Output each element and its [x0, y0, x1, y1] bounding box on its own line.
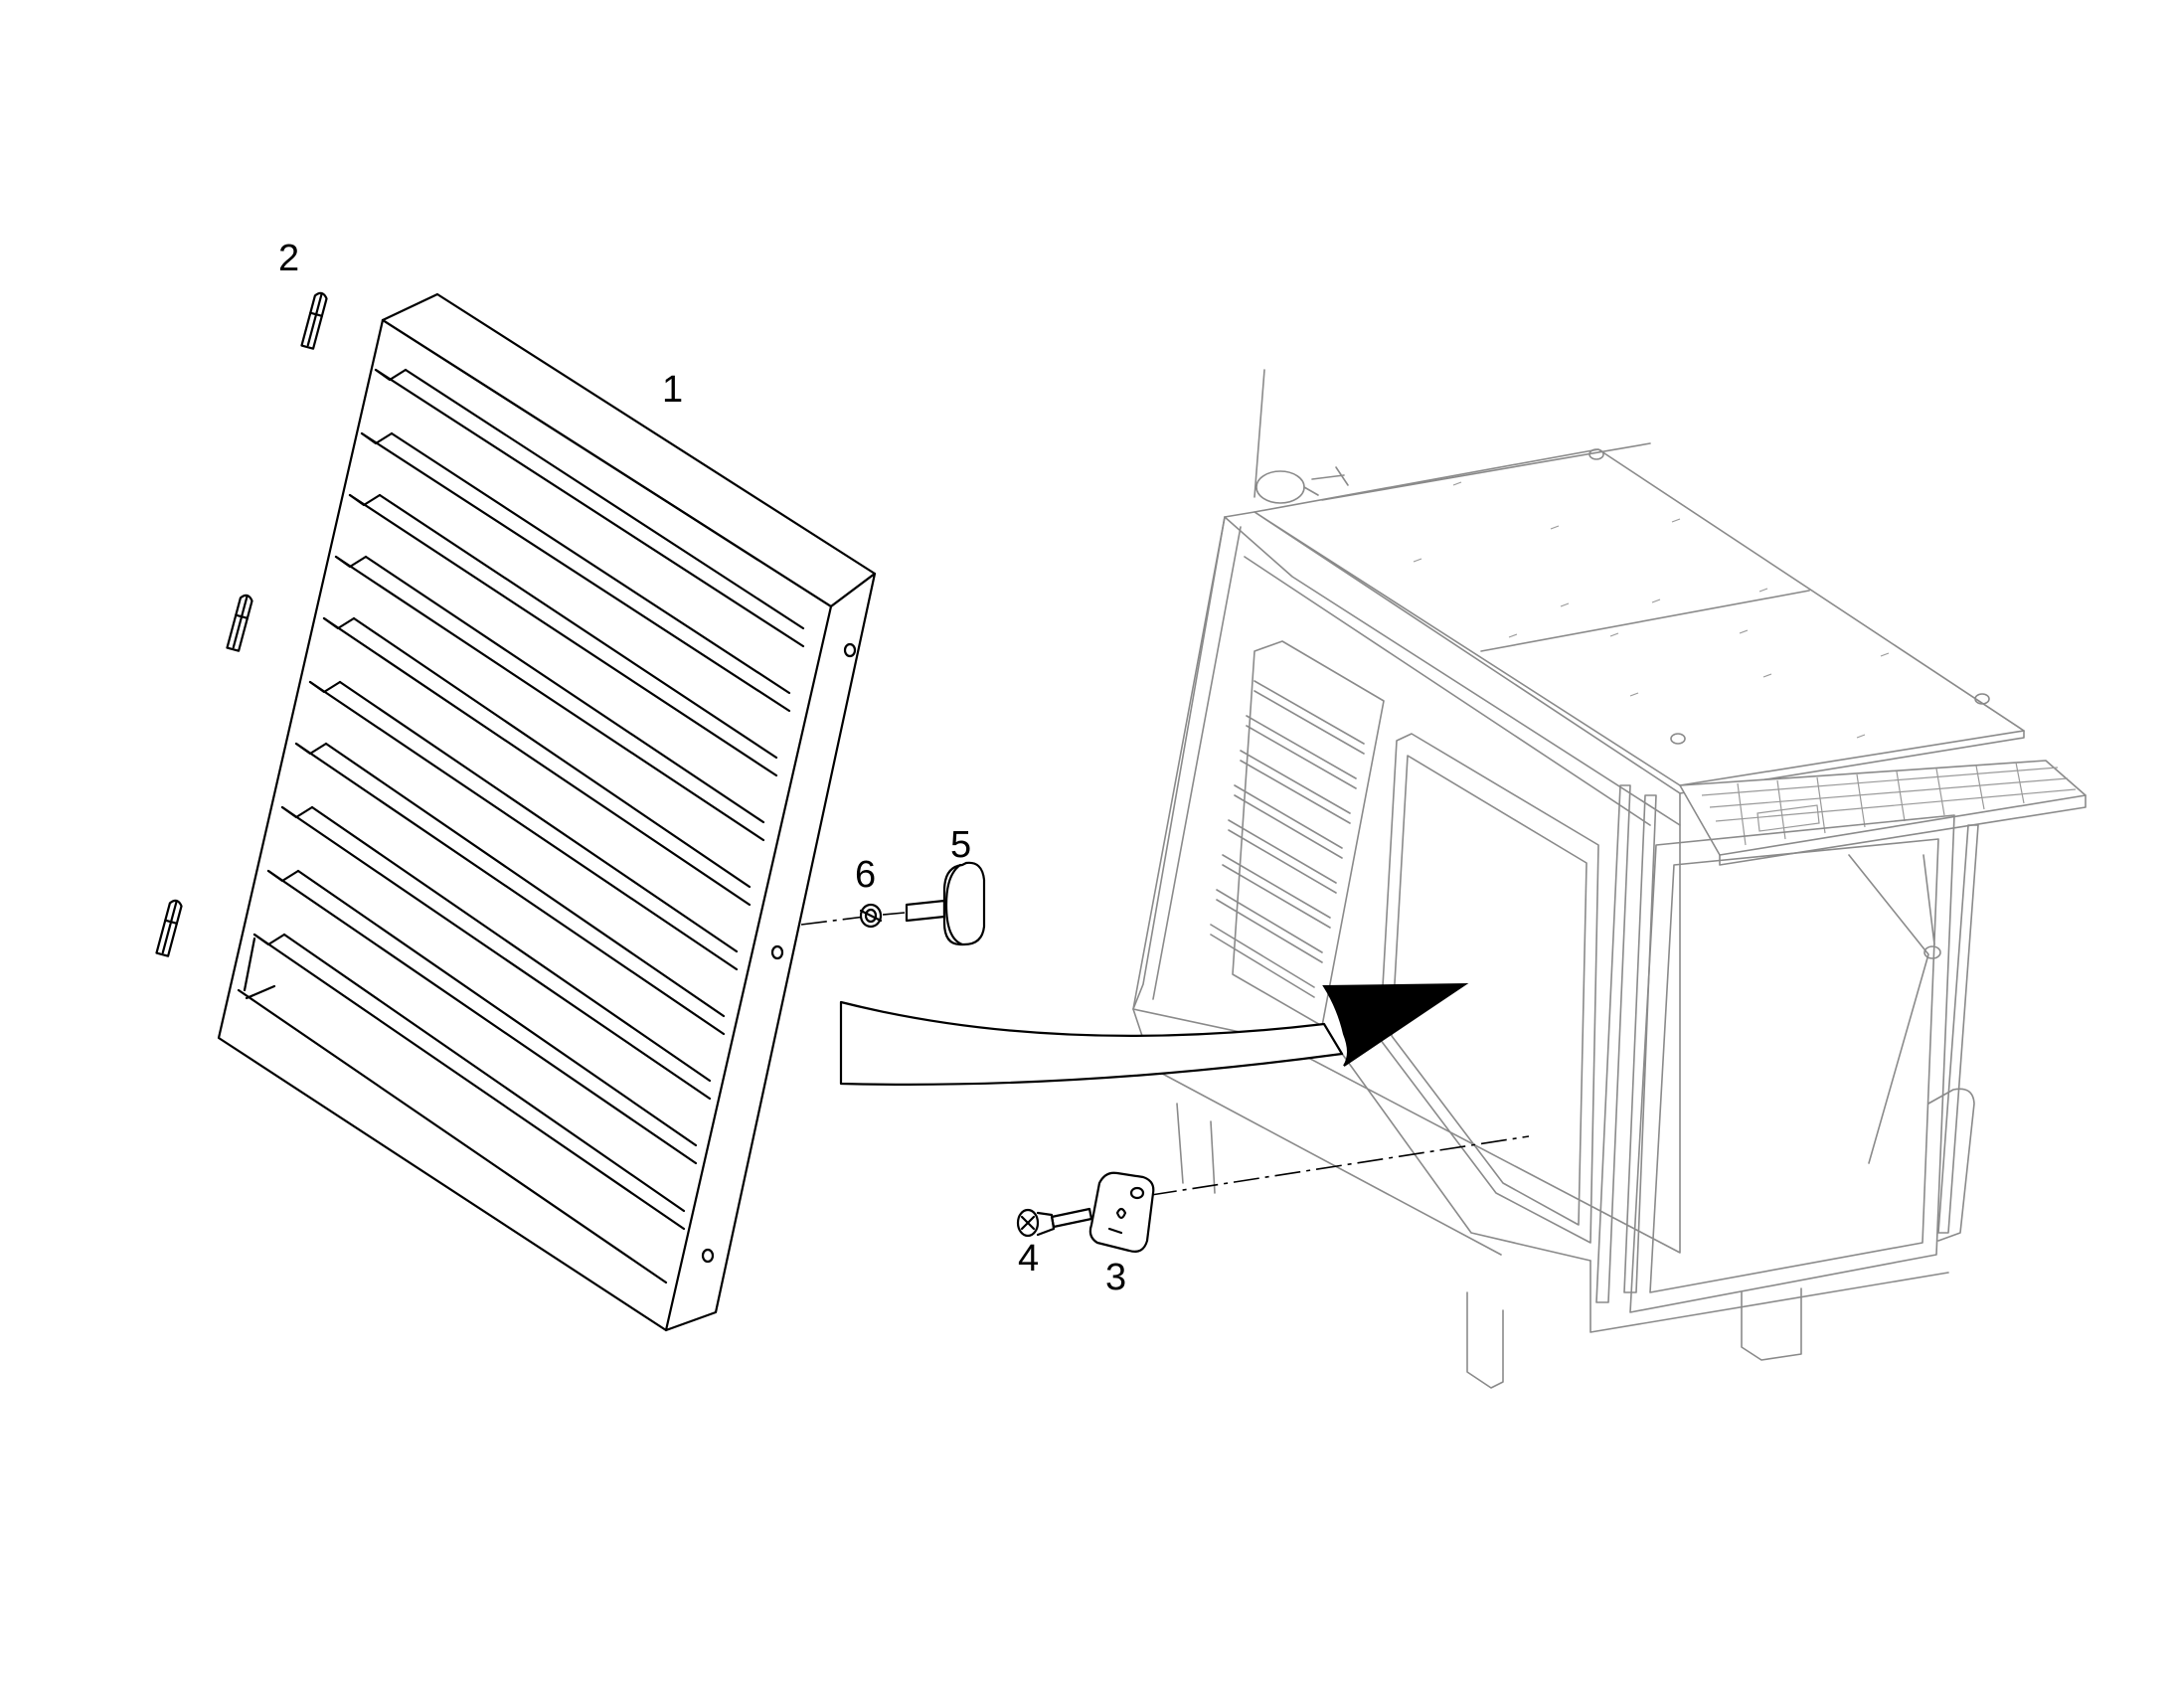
callout-part-2: 2 [278, 238, 299, 279]
leader-line-bracket [1150, 1135, 1530, 1196]
hinge-pin [155, 899, 183, 957]
nut [859, 903, 883, 929]
cab-left-side [1132, 511, 1681, 1254]
countersunk-screw [1016, 1207, 1093, 1238]
leader-line-buffer [800, 916, 866, 926]
hinge-pin [300, 291, 328, 350]
callout-part-1: 1 [662, 369, 683, 411]
cab-side-louvre [1210, 640, 1385, 1027]
callout-part-5: 5 [950, 824, 971, 866]
hinge-pin [226, 594, 253, 652]
callout-part-3: 3 [1105, 1257, 1126, 1298]
callout-part-6: 6 [855, 854, 876, 896]
louvre-panel [217, 292, 877, 1332]
bracket [1088, 1171, 1155, 1253]
callout-labels: 1 2 3 4 5 6 [278, 238, 1126, 1298]
callout-part-4: 4 [1018, 1238, 1039, 1280]
rubber-buffer [905, 861, 986, 946]
beacon-lamp [1255, 466, 1349, 504]
installation-arrow [839, 982, 1469, 1086]
cab-windscreen [1629, 814, 1975, 1313]
hinge-pins [155, 291, 328, 957]
cab-visor [1679, 760, 2087, 866]
cab-front-posts [1595, 784, 1979, 1303]
leader-line-nut [882, 912, 906, 916]
cab-assembly [1132, 369, 2087, 1389]
louvre-slats [237, 368, 805, 1284]
